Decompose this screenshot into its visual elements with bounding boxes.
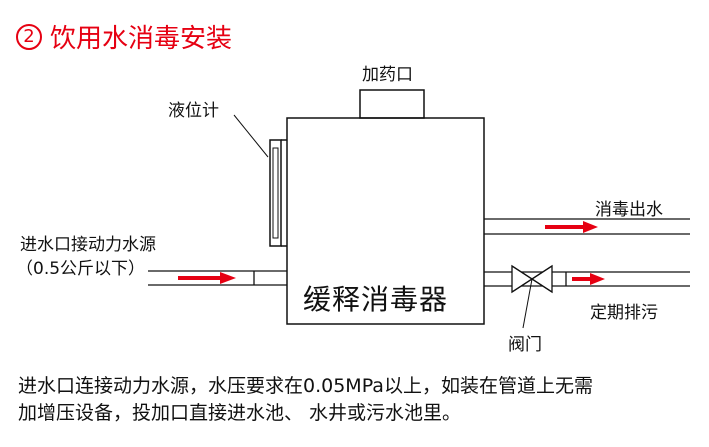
section-number-badge: 2 xyxy=(16,23,42,50)
inlet-flow-arrow xyxy=(178,272,236,284)
device-label: 缓释消毒器 xyxy=(303,283,449,316)
dosing-port-box xyxy=(359,89,425,119)
level-gauge-tube xyxy=(269,139,282,247)
inlet-label-line2: （0.5公斤以下） xyxy=(16,259,146,279)
section-title: 2 饮用水消毒安装 xyxy=(16,18,232,55)
section-title-text: 饮用水消毒安装 xyxy=(50,24,233,54)
installation-note: 进水口连接动力水源，水压要求在0.05MPa以上，如装在管道上无需 加增压设备，… xyxy=(18,373,698,427)
drain-label: 定期排污 xyxy=(590,303,658,323)
level-gauge-inner xyxy=(272,147,279,239)
disinfected-outlet-label: 消毒出水 xyxy=(595,200,663,220)
installation-note-line2: 加增压设备，投加口直接进水池、 水井或污水池里。 xyxy=(18,402,462,424)
level-gauge-leader xyxy=(233,114,269,158)
outlet-flow-arrow xyxy=(545,221,598,233)
level-gauge-label: 液位计 xyxy=(168,101,219,121)
valve-label: 阀门 xyxy=(508,335,542,355)
installation-note-line1: 进水口连接动力水源，水压要求在0.05MPa以上，如装在管道上无需 xyxy=(18,375,593,397)
inlet-label-line1: 进水口接动力水源 xyxy=(20,235,156,255)
drain-flow-arrow xyxy=(572,273,605,285)
valve-leader xyxy=(522,278,533,329)
dosing-port-label: 加药口 xyxy=(362,65,413,85)
